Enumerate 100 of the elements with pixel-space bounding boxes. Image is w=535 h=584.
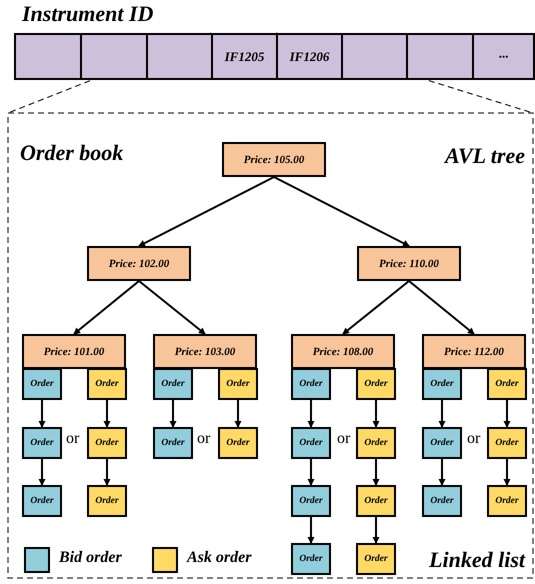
arrow [38, 459, 46, 486]
price-node [222, 142, 326, 177]
bid-order-box [422, 427, 462, 459]
bid-order-box [422, 368, 462, 400]
price-node [153, 334, 257, 369]
ask-order-box [218, 368, 258, 400]
arrow [372, 517, 380, 544]
ask-order-box [356, 368, 396, 400]
node-label: Order [299, 496, 323, 506]
array-cell [80, 33, 148, 80]
node-label: Price: 108.00 [312, 346, 374, 358]
legend-label: Bid order [59, 549, 122, 567]
or-text: or [467, 430, 480, 448]
arrow [438, 459, 446, 486]
or-text: or [66, 430, 80, 448]
arrow [504, 459, 510, 486]
node-label: Order [30, 438, 54, 448]
array-cell [14, 33, 82, 80]
array-cell [211, 33, 278, 80]
node-label: Price: 110.00 [379, 258, 439, 270]
ask-order-box [218, 427, 258, 459]
price-node [291, 334, 395, 369]
arrow [308, 400, 314, 428]
node-label: Order [161, 438, 185, 448]
or-text: or [337, 430, 350, 448]
arrow [372, 400, 380, 428]
node-label: Order [430, 496, 454, 506]
node-label: Order [95, 496, 119, 506]
node-label: Order [495, 379, 519, 389]
arrow [372, 459, 380, 486]
ask-order-box [487, 485, 527, 517]
ask-order-box [487, 427, 527, 459]
arrow [138, 176, 274, 247]
node-label: Order [430, 379, 454, 389]
or-text: or [197, 430, 210, 448]
node-label: Order [299, 554, 323, 564]
bid-order-box [422, 485, 462, 517]
node-label: Order [495, 438, 519, 448]
node-label: Order [161, 379, 185, 389]
title: Instrument ID [22, 1, 154, 27]
price-node [22, 334, 126, 369]
node-label: Order [364, 496, 388, 506]
arrow [504, 400, 510, 428]
section-heading: Linked list [429, 547, 525, 573]
array-cell [276, 33, 343, 80]
array-cell [146, 33, 213, 80]
arrow [234, 400, 242, 428]
node-label: Order [226, 379, 250, 389]
array-cell [341, 33, 408, 80]
arrow [170, 400, 176, 428]
ask-order-box [87, 485, 127, 517]
arrow [38, 400, 46, 428]
node-label: IF1206 [290, 48, 330, 64]
arrow [104, 459, 110, 486]
arrow [342, 280, 410, 335]
ask-order-box [356, 485, 396, 517]
node-label: Order [30, 379, 54, 389]
bid-order-box [153, 368, 193, 400]
section-heading: Order book [20, 140, 124, 166]
node-label: Order [364, 554, 388, 564]
node-label: Order [299, 438, 323, 448]
legend-label: Ask order [187, 549, 252, 567]
arrow [73, 280, 140, 335]
arrow [308, 517, 314, 544]
node-label: Price: 103.00 [174, 346, 236, 358]
arrow [104, 400, 110, 428]
bid-order-box [291, 427, 331, 459]
node-label: Order [299, 379, 323, 389]
bid-order-box [291, 485, 331, 517]
array-cell [472, 33, 535, 80]
node-label: Price: 102.00 [108, 258, 170, 270]
price-node [87, 246, 191, 281]
bid-order-box [291, 543, 331, 575]
section-heading: AVL tree [444, 143, 525, 169]
node-label: Price: 105.00 [244, 154, 304, 166]
ask-order-box [487, 368, 527, 400]
arrow [138, 280, 206, 335]
node-label: Order [226, 438, 250, 448]
ask-order-box [356, 427, 396, 459]
node-label: Order [95, 379, 119, 389]
ask-order-box [87, 368, 127, 400]
node-label: Order [364, 379, 388, 389]
node-label: Order [364, 438, 388, 448]
arrow [308, 459, 314, 486]
node-label: Price: 101.00 [44, 346, 104, 358]
node-label: Price: 112.00 [444, 346, 504, 358]
bid-order-box [22, 427, 62, 459]
arrow [438, 400, 446, 428]
node-label: IF1205 [224, 48, 264, 64]
array-cell [406, 33, 474, 80]
arrow [408, 280, 475, 335]
price-node [357, 246, 461, 281]
bid-order-box [153, 427, 193, 459]
ask-order-box [356, 543, 396, 575]
bid-order-box [22, 368, 62, 400]
arrow [274, 176, 410, 247]
node-label: Order [430, 438, 454, 448]
bid-order-box [291, 368, 331, 400]
node-label: Order [30, 496, 54, 506]
price-node [422, 334, 526, 369]
